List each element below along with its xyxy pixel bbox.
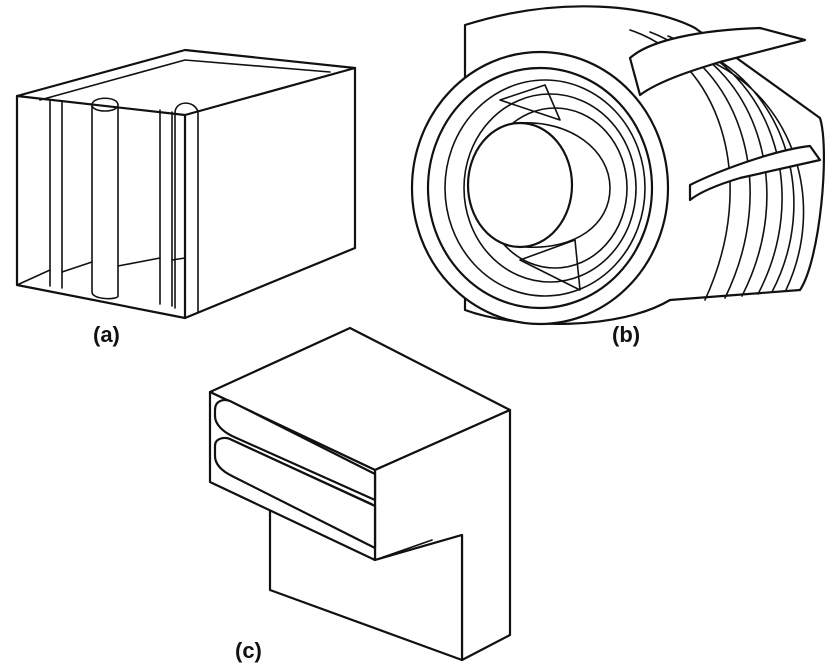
slot-upper: [213, 399, 377, 502]
block-c-step-edge: [374, 539, 433, 561]
slot-lower: [213, 436, 377, 550]
outer-ring-inner-edge: [426, 66, 654, 310]
inner-ring-2: [463, 93, 637, 283]
half-cylinder-insert: [174, 102, 199, 313]
box-a-right-face: [183, 66, 357, 320]
triangle-baffle-top: [499, 84, 561, 121]
lower-vane: [688, 144, 822, 202]
coil-winding-lines: [629, 29, 805, 301]
diagram-c-l-block: [208, 326, 512, 662]
upper-vane: [628, 26, 807, 97]
partition-wall-1: [49, 99, 63, 289]
box-a-top-edge: [15, 48, 357, 98]
inner-ring-1: [444, 79, 646, 297]
core-cylinder-side: [519, 122, 611, 248]
box-a-floor: [16, 257, 186, 286]
core-cylinder: [466, 121, 574, 249]
diagram-b-coiled-cylinder: [410, 5, 826, 326]
label-a: (a): [93, 322, 120, 347]
diagram-a-box-with-partitions: [15, 48, 357, 320]
label-b: (b): [612, 322, 641, 347]
cylinder-insert: [91, 97, 119, 300]
label-c: (c): [235, 638, 262, 663]
partition-wall-2: [159, 109, 173, 307]
box-a-rear-rim: [39, 59, 331, 101]
triangle-baffle-bottom: [519, 239, 581, 291]
slot-divider: [227, 437, 373, 505]
